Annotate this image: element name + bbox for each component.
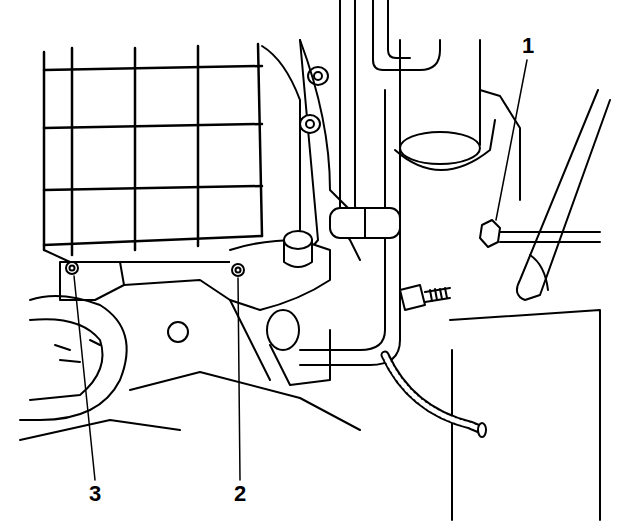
callout-number: 2 <box>232 482 248 506</box>
leader-line <box>496 60 527 220</box>
callout-number: 1 <box>520 34 536 58</box>
leader-line <box>238 278 240 480</box>
callout-number: 3 <box>87 482 103 506</box>
leader-line <box>74 276 95 480</box>
